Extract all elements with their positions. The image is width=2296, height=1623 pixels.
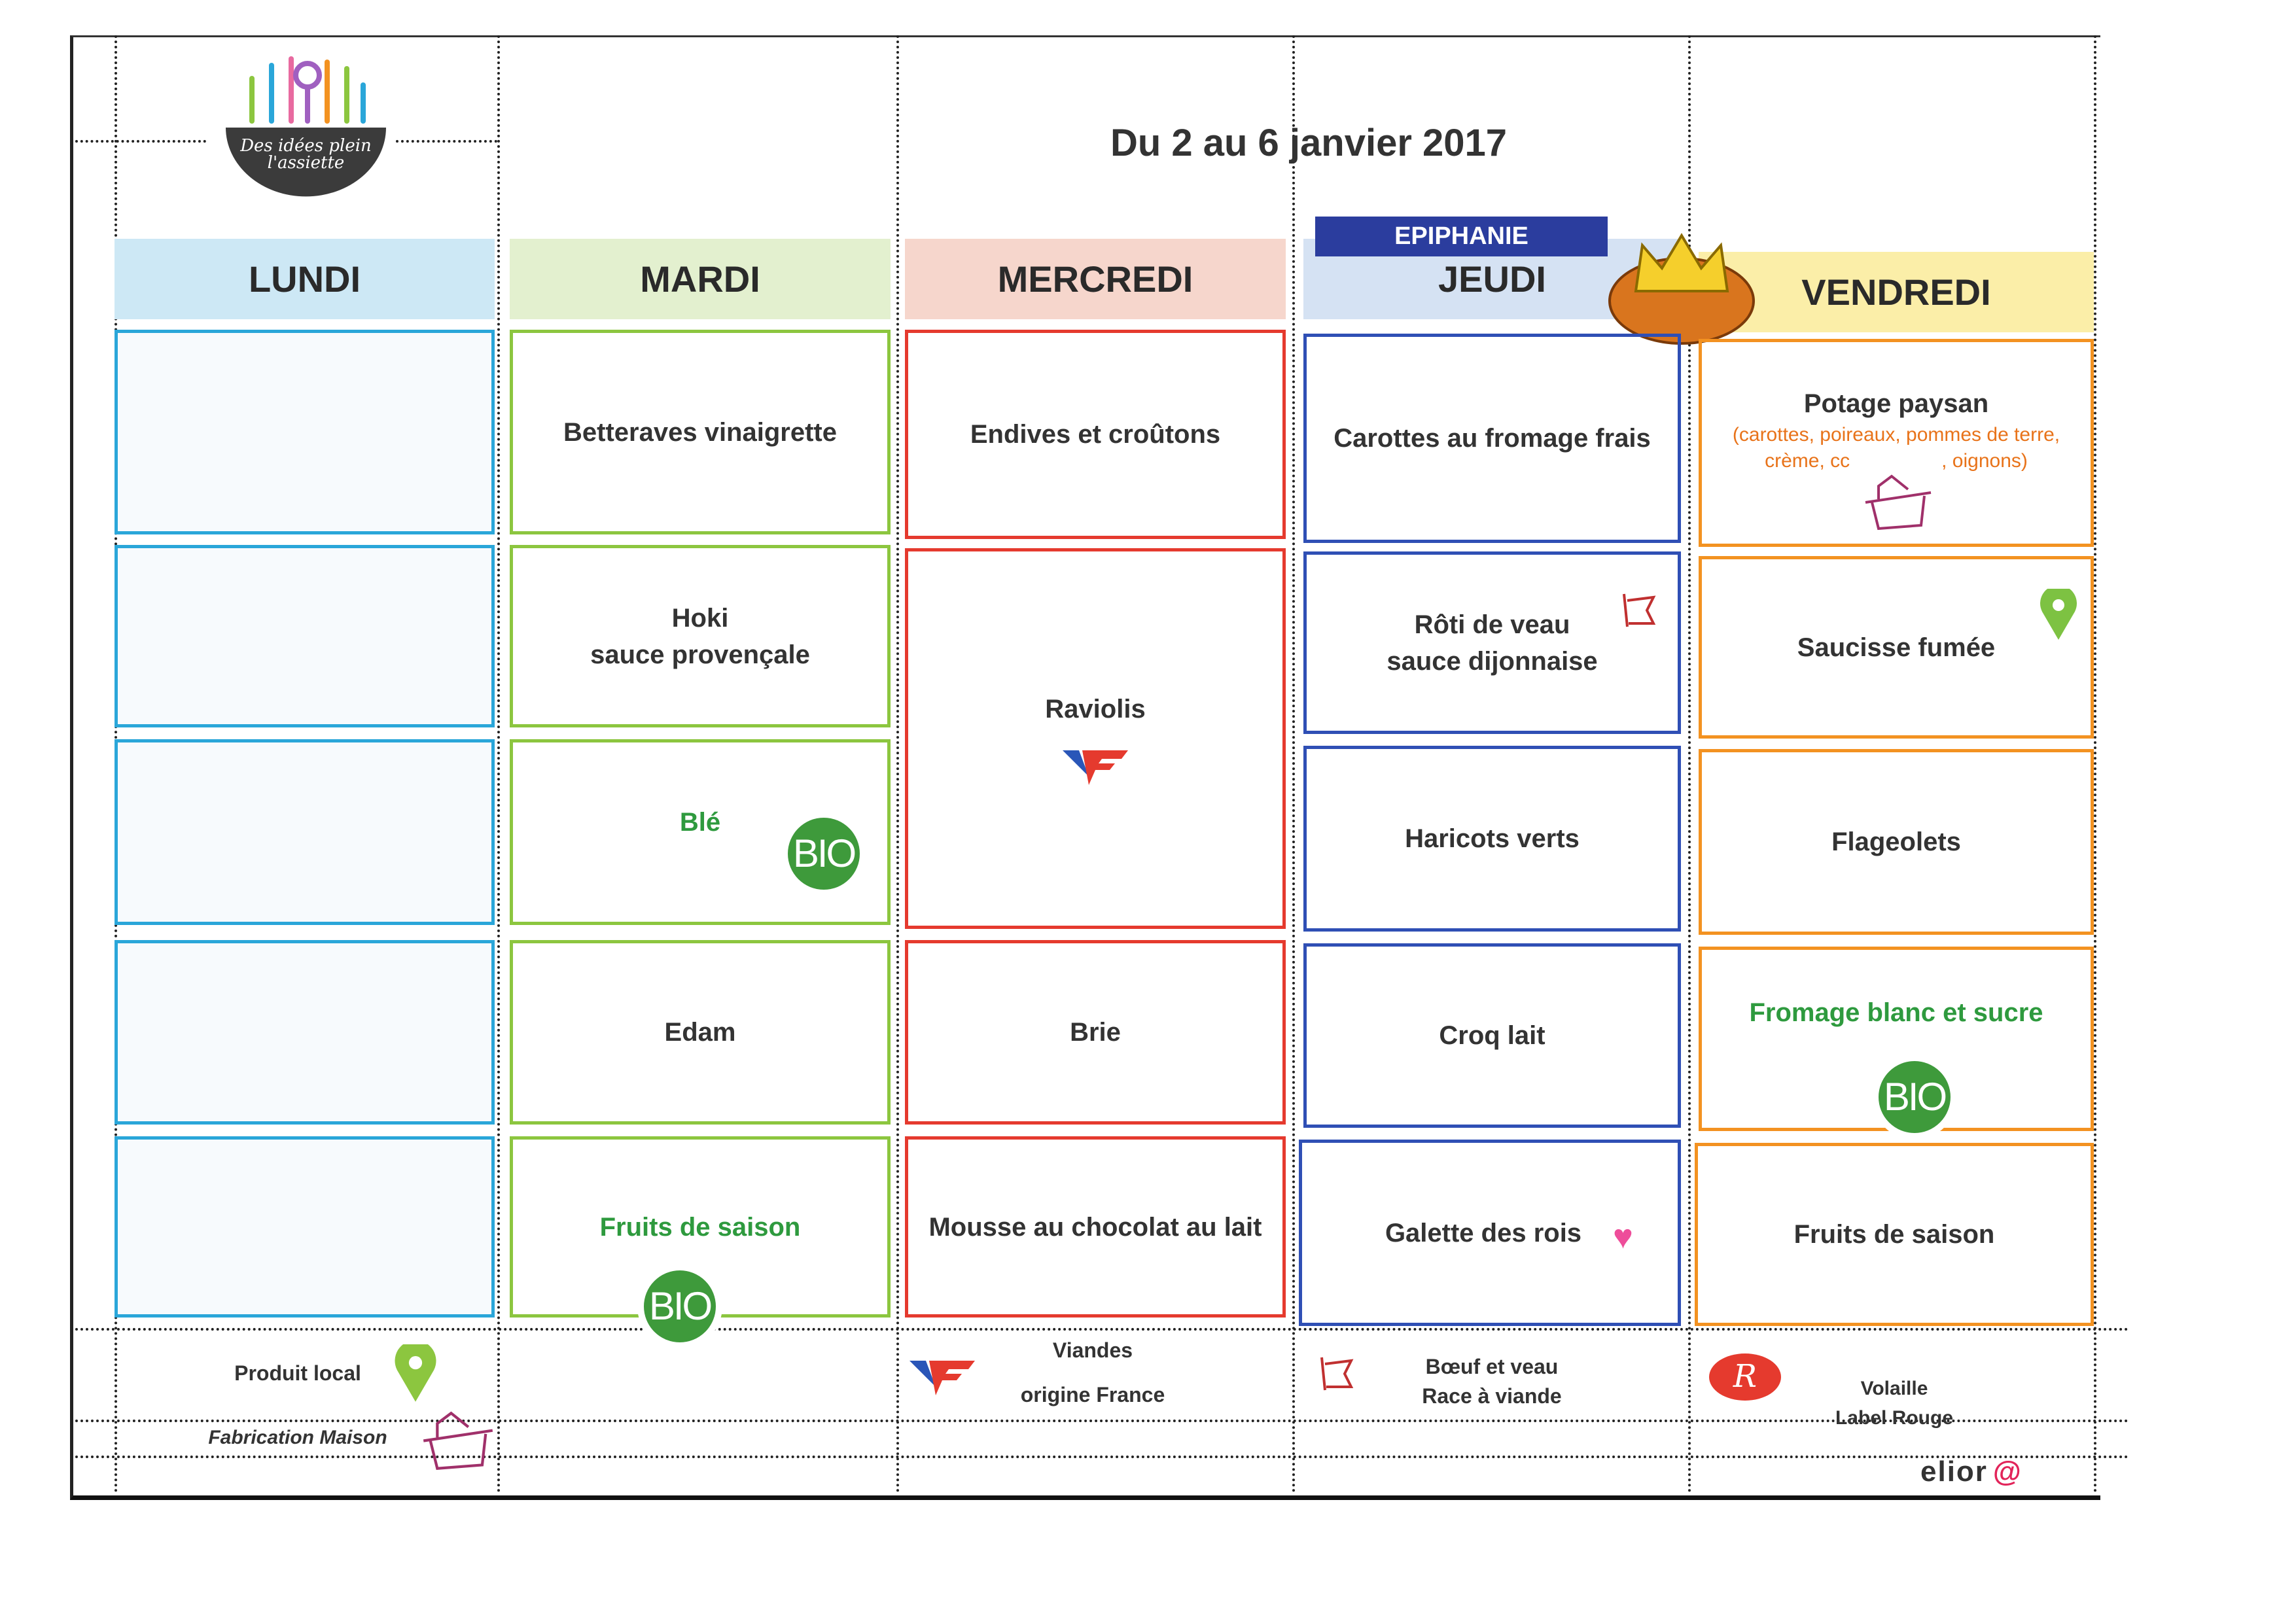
dish-detail: (carottes, poireaux, pommes de terre, [1732,423,2060,445]
dish: Fruits de saison [1793,1220,1995,1249]
galette-crown-icon [1606,219,1757,347]
lundi-cell-empty [115,739,495,925]
mercredi-plat: Raviolis [905,548,1286,929]
mercredi-entree: Endives et croûtons [905,330,1286,539]
header-lundi: LUNDI [115,239,495,319]
vendredi-accompagnement: Flageolets [1699,749,2094,935]
mercredi-dessert: Mousse au chocolat au lait [905,1136,1286,1318]
logo-text: Des idées plein l'assiette [240,136,372,173]
mercredi-fromage: Brie [905,940,1286,1125]
dish: Endives et croûtons [970,420,1221,449]
bio-badge: BIO [788,818,860,890]
dish: Blé [679,808,721,837]
dish-sauce: sauce provençale [590,640,810,669]
dish: Potage paysan [1803,389,1989,418]
divider [2094,35,2096,1493]
divider [396,140,497,143]
label-rouge-icon: R [1709,1353,1781,1401]
vendredi-dessert: Fruits de saison [1695,1143,2094,1326]
dish: Haricots verts [1405,824,1580,853]
lundi-cell-empty [115,545,495,727]
heart-icon: ♥ [1613,1218,1633,1256]
dish: Galette des rois [1385,1218,1582,1248]
legend-race-a-viande: Race à viande [1422,1384,1562,1408]
utensils-logo-icon [226,56,386,197]
dish: Croq lait [1439,1021,1545,1050]
viande-france-icon [910,1361,975,1395]
svg-text:R: R [1733,1358,1757,1395]
mardi-entree: Betteraves vinaigrette [510,330,891,534]
dish: Edam [664,1018,736,1047]
dish: Hoki [671,603,729,633]
lundi-cell-empty [115,330,495,534]
mardi-fromage: Edam [510,940,891,1125]
mardi-accompagnement: Blé BIO [510,739,891,925]
vendredi-entree: Potage paysan (carottes, poireaux, pommes… [1699,339,2094,547]
header-mardi: MARDI [510,239,891,319]
brand-name: elior [1920,1456,1988,1488]
dish: Mousse au chocolat au lait [928,1212,1262,1242]
jeudi-plat: Rôti de veau sauce dijonnaise [1303,551,1681,734]
header-vendredi: VENDREDI [1699,252,2094,332]
dish-detail-part: , oignons) [1941,450,2028,472]
dish: Fromage blanc et sucre [1749,998,2043,1027]
dish-detail-line: crème, cc , oignons) [1765,448,2028,475]
dish: Raviolis [1045,695,1146,724]
divider [896,35,899,1493]
bio-badge: BIO [637,1264,722,1349]
elior-logo: elior@ [1920,1456,2022,1488]
header-mercredi: MERCREDI [905,239,1286,319]
lundi-cell-empty [115,940,495,1125]
divider [75,1420,2130,1422]
produit-local-icon [395,1344,436,1402]
dish: Betteraves vinaigrette [563,417,837,447]
dish: Saucisse fumée [1797,633,1996,662]
divider [1688,35,1691,1493]
logo: Des idées plein l'assiette [226,49,386,200]
epiphanie-label: EPIPHANIE [1315,217,1608,256]
legend-viandes: Viandes [1052,1338,1133,1362]
divider [1292,35,1295,1493]
bio-badge: BIO [1872,1055,1957,1140]
jeudi-fromage: Croq lait [1303,943,1681,1128]
dish: Brie [1070,1018,1121,1047]
dish-detail-part: crème, cc [1765,450,1850,472]
dish: Fruits de saison [599,1212,801,1242]
jeudi-entree: Carottes au fromage frais [1303,334,1681,543]
race-a-viande-icon [1320,1357,1354,1391]
page-title: Du 2 au 6 janvier 2017 [1110,122,1508,164]
dish-sauce: sauce dijonnaise [1386,646,1598,676]
vendredi-plat: Saucisse fumée [1699,556,2094,739]
dish: Carottes au fromage frais [1333,424,1651,453]
legend-fabrication-maison: Fabrication Maison [208,1427,387,1448]
legend-produit-local: Produit local [234,1361,361,1385]
dish: Flageolets [1831,828,1961,856]
fait-maison-icon [1865,474,1932,531]
legend-volaille: Volaille [1860,1378,1928,1399]
lundi-cell-empty [115,1136,495,1318]
menu-frame [70,35,2100,1500]
fait-maison-icon [423,1411,493,1470]
dish: Rôti de veau [1414,610,1570,639]
divider [75,1328,2130,1331]
legend-label-rouge: Label Rouge [1835,1407,1953,1429]
elior-swirl-icon: @ [1992,1456,2022,1488]
produit-local-icon [2040,589,2077,640]
divider [497,35,500,1493]
legend-origine-france: origine France [1020,1383,1165,1406]
divider [75,140,206,143]
mardi-plat: Hoki sauce provençale [510,545,891,727]
jeudi-dessert: Galette des rois ♥ [1299,1140,1681,1326]
race-a-viande-icon [1623,593,1656,627]
jeudi-accompagnement: Haricots verts [1303,746,1681,932]
legend-boeuf-veau: Bœuf et veau [1425,1355,1559,1378]
divider [75,1456,2130,1458]
viande-france-icon [1063,750,1128,785]
